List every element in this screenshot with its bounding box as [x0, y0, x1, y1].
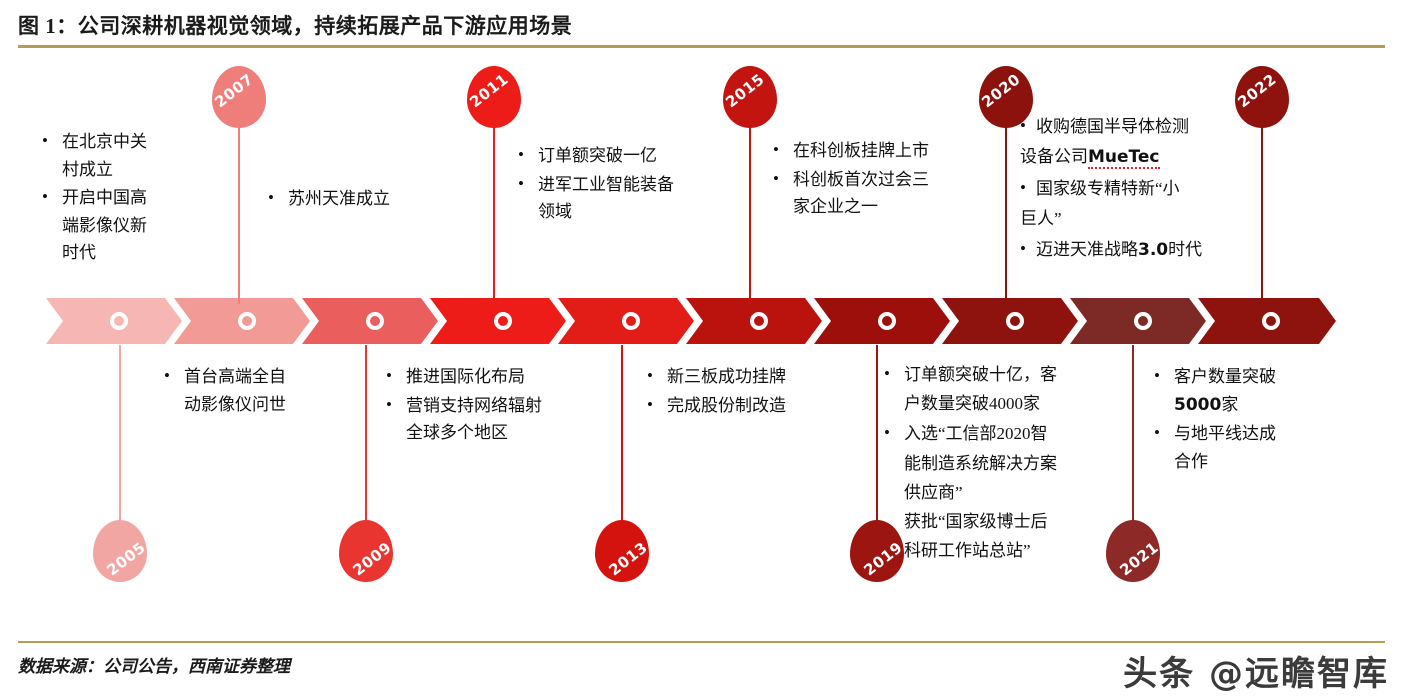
timeline-node[interactable]	[878, 312, 896, 330]
year-label: 2015	[722, 70, 768, 112]
connector-line-2005	[119, 345, 121, 520]
timeline-node[interactable]	[1262, 312, 1280, 330]
year-label: 2009	[349, 538, 395, 580]
pin-tail	[995, 110, 1017, 130]
year-pin-2011[interactable]: 2011	[466, 66, 521, 130]
footer-divider	[18, 641, 1385, 643]
title-divider	[18, 45, 1385, 48]
muetec-term: MueTec	[1088, 147, 1160, 170]
timeline-node[interactable]	[366, 312, 384, 330]
year-pin-2013[interactable]: 2013	[595, 518, 651, 582]
event-block-2005-founding: 在北京中关 村成立 开启中国高 端影像仪新 时代	[36, 127, 206, 268]
list-item: 与地平线达成 合作	[1148, 419, 1338, 475]
year-label: 2005	[103, 538, 149, 580]
list-item: 在科创板挂牌上市	[767, 136, 989, 165]
pin-tail	[355, 518, 377, 538]
event-block-2009: 推进国际化布局 营销支持网络辐射 全球多个地区	[380, 362, 602, 448]
timeline-node[interactable]	[622, 312, 640, 330]
year-pin-2021[interactable]: 2021	[1106, 518, 1162, 582]
list-item: 完成股份制改造	[641, 391, 856, 420]
year-pin-2022[interactable]: 2022	[1234, 66, 1289, 130]
year-pin-2005[interactable]: 2005	[93, 518, 149, 582]
list-item: 收购德国半导体检测 设备公司MueTec	[1020, 111, 1245, 173]
list-item: 在北京中关 村成立	[36, 127, 206, 183]
event-block-2020: 收购德国半导体检测 设备公司MueTec 国家级专精特新“小 巨人” 迈进天准战…	[1020, 111, 1245, 266]
event-block-2013: 新三板成功挂牌 完成股份制改造	[641, 362, 856, 420]
connector-line-2011	[493, 124, 495, 304]
year-pin-2009[interactable]: 2009	[339, 518, 395, 582]
timeline-bar	[46, 298, 1336, 344]
timeline-node[interactable]	[750, 312, 768, 330]
year-pin-2007[interactable]: 2007	[211, 66, 266, 130]
connector-line-2021	[1132, 345, 1134, 520]
page-title: 图 1：公司深耕机器视觉领域，持续拓展产品下游应用场景	[18, 14, 573, 38]
list-item: 新三板成功挂牌	[641, 362, 856, 391]
customer-count: 5000	[1174, 394, 1222, 415]
source-note: 数据来源：公司公告，西南证券整理	[18, 657, 290, 676]
pin-tail	[739, 110, 761, 130]
event-block-2011: 订单额突破一亿 进军工业智能装备 领域	[512, 141, 742, 227]
list-item: 首台高端全自 动影像仪问世	[158, 362, 348, 418]
list-item: 订单额突破一亿	[512, 141, 742, 170]
connector-line-2009	[365, 345, 367, 520]
year-label: 2011	[466, 70, 512, 112]
event-block-2015: 在科创板挂牌上市 科创板首次过会三 家企业之一	[767, 136, 989, 222]
list-item: 客户数量突破 5000家	[1148, 362, 1338, 419]
event-block-2005-product: 首台高端全自 动影像仪问世	[158, 362, 348, 419]
pin-tail	[1122, 518, 1144, 538]
connector-line-2013	[621, 345, 623, 520]
connector-line-2019	[876, 345, 878, 520]
pin-tail	[483, 110, 505, 130]
year-label: 2007	[211, 70, 257, 112]
timeline-node[interactable]	[110, 312, 128, 330]
list-item: 迈进天准战略3.0时代	[1020, 234, 1245, 265]
year-label: 2013	[605, 538, 651, 580]
list-item: 国家级专精特新“小 巨人”	[1020, 173, 1245, 235]
year-pin-2020[interactable]: 2020	[978, 66, 1033, 130]
timeline-node[interactable]	[1134, 312, 1152, 330]
pin-tail	[109, 518, 131, 538]
pin-tail	[611, 518, 633, 538]
event-block-2021: 客户数量突破 5000家 与地平线达成 合作	[1148, 362, 1338, 476]
timeline-node[interactable]	[1006, 312, 1024, 330]
pin-tail	[1251, 110, 1273, 130]
list-item: 苏州天准成立	[262, 184, 462, 213]
pin-tail	[228, 110, 250, 130]
year-pin-2015[interactable]: 2015	[722, 66, 777, 130]
connector-line-2020	[1005, 124, 1007, 304]
list-item: 营销支持网络辐射 全球多个地区	[380, 391, 602, 447]
list-item: 科创板首次过会三 家企业之一	[767, 165, 989, 221]
timeline-node[interactable]	[494, 312, 512, 330]
connector-line-2015	[749, 124, 751, 304]
watermark: 头条 @远瞻智库	[1123, 654, 1389, 694]
connector-line-2022	[1261, 124, 1263, 304]
list-item: 推进国际化布局	[380, 362, 602, 391]
list-item: 开启中国高 端影像仪新 时代	[36, 183, 206, 267]
list-item: 入选“工信部2020智 能制造系统解决方案 供应商” 获批“国家级博士后 科研工…	[878, 418, 1113, 565]
event-block-2007: 苏州天准成立	[262, 184, 462, 214]
strategy-version: 3.0	[1138, 240, 1169, 260]
list-item: 进军工业智能装备 领域	[512, 170, 742, 226]
connector-line-2007	[238, 124, 240, 304]
event-block-2019: 订单额突破十亿，客 户数量突破4000家 入选“工信部2020智 能制造系统解决…	[878, 359, 1113, 567]
list-item: 订单额突破十亿，客 户数量突破4000家	[878, 359, 1113, 418]
timeline-node[interactable]	[238, 312, 256, 330]
